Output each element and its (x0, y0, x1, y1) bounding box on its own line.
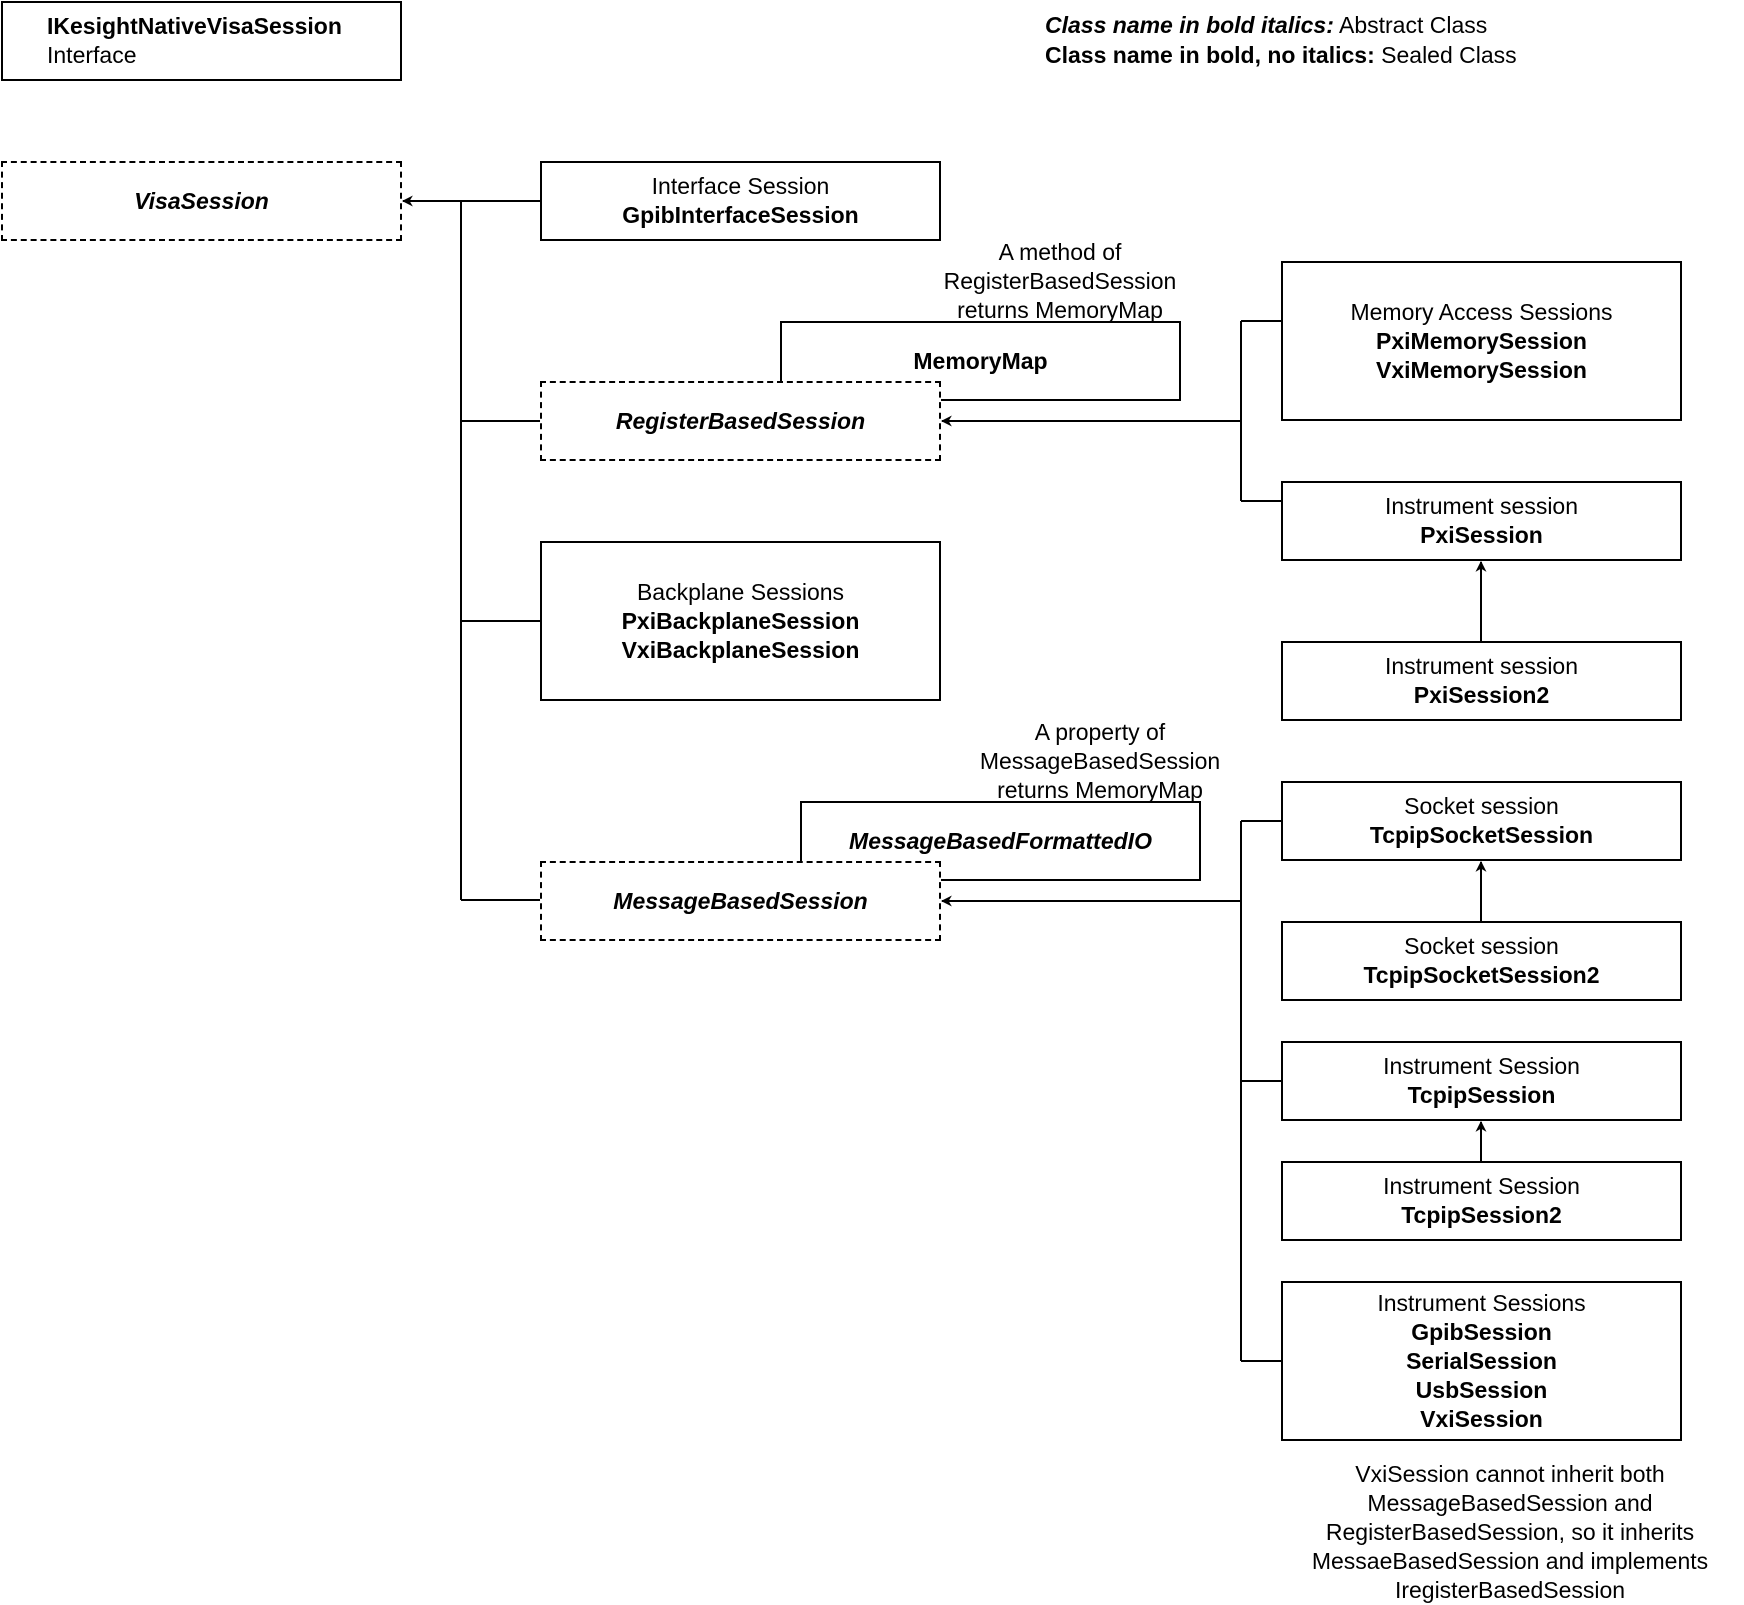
memory-access-class-pxi: PxiMemorySession (1376, 327, 1587, 354)
backplane-sessions-box[interactable]: Backplane Sessions PxiBackplaneSession V… (540, 541, 941, 701)
visa-session-name: VisaSession (134, 187, 269, 214)
memory-map-note-line: returns MemoryMap (957, 297, 1163, 323)
instrument-sessions-box[interactable]: Instrument Sessions GpibSession SerialSe… (1281, 1281, 1682, 1441)
pxi-session-name: PxiSession (1420, 522, 1543, 548)
pxi-session2-category: Instrument session (1384, 653, 1579, 679)
instrument-class-gpib: GpibSession (1411, 1318, 1552, 1345)
vxi-session-note: VxiSession cannot inherit both MessageBa… (1290, 1460, 1730, 1605)
vxi-note-line: RegisterBasedSession, so it inherits (1325, 1519, 1695, 1545)
memory-access-category: Memory Access Sessions (1350, 298, 1613, 325)
gpib-interface-session-box[interactable]: Interface Session GpibInterfaceSession (540, 161, 941, 241)
vxi-note-line: MessageBasedSession and (1367, 1490, 1653, 1516)
register-based-session-box[interactable]: RegisterBasedSession (540, 381, 941, 461)
tcpip-socket-category: Socket session (1404, 793, 1559, 819)
pxi-session2-box[interactable]: Instrument session PxiSession2 (1281, 641, 1682, 721)
memory-map-note-line: RegisterBasedSession (943, 268, 1177, 294)
pxi-session-category: Instrument session (1384, 493, 1579, 519)
pxi-session-box[interactable]: Instrument session PxiSession (1281, 481, 1682, 561)
vxi-note-line: MessaeBasedSession and implements (1311, 1548, 1709, 1574)
memory-map-box[interactable]: MemoryMap (780, 321, 1181, 401)
interface-name: IKesightNativeVisaSession (47, 13, 342, 39)
tcpip-socket2-category: Socket session (1404, 933, 1559, 959)
backplane-class-pxi: PxiBackplaneSession (621, 607, 860, 634)
message-based-session-box[interactable]: MessageBasedSession (540, 861, 941, 941)
memory-map-note-line: A method of (998, 239, 1122, 265)
interface-kind: Interface (47, 42, 137, 68)
tcpip-session2-name: TcpipSession2 (1401, 1202, 1562, 1228)
backplane-category: Backplane Sessions (636, 578, 845, 605)
register-based-name: RegisterBasedSession (615, 407, 866, 434)
gpib-interface-name: GpibInterfaceSession (622, 202, 859, 228)
message-based-name: MessageBasedSession (613, 887, 868, 914)
gpib-interface-category: Interface Session (651, 173, 830, 199)
formatted-io-name: MessageBasedFormattedIO (849, 828, 1152, 854)
pxi-session2-name: PxiSession2 (1413, 682, 1550, 708)
interface-box[interactable]: IKesightNativeVisaSession Interface (1, 1, 402, 81)
tcpip-socket-name: TcpipSocketSession (1369, 822, 1594, 848)
formatted-io-note-line: A property of (1034, 719, 1166, 745)
tcpip-socket-session2-box[interactable]: Socket session TcpipSocketSession2 (1281, 921, 1682, 1001)
tcpip-session2-box[interactable]: Instrument Session TcpipSession2 (1281, 1161, 1682, 1241)
tcpip-session-category: Instrument Session (1383, 1053, 1580, 1079)
legend-sealed-value: Sealed Class (1374, 42, 1517, 68)
memory-map-name: MemoryMap (913, 348, 1048, 374)
legend-abstract: Class name in bold italics: Abstract Cla… (1045, 10, 1517, 40)
legend-abstract-key: Class name in bold italics: (1045, 12, 1334, 38)
memory-access-class-vxi: VxiMemorySession (1376, 356, 1587, 383)
legend-abstract-value: Abstract Class (1333, 12, 1488, 38)
memory-access-sessions-box[interactable]: Memory Access Sessions PxiMemorySession … (1281, 261, 1682, 421)
backplane-class-vxi: VxiBackplaneSession (621, 636, 860, 663)
formatted-io-note-line: MessageBasedSession (979, 748, 1221, 774)
tcpip-socket2-name: TcpipSocketSession2 (1363, 962, 1600, 988)
vxi-note-line: VxiSession cannot inherit both (1355, 1461, 1665, 1487)
tcpip-session2-category: Instrument Session (1383, 1173, 1580, 1199)
legend-sealed-key: Class name in bold, no italics: (1045, 42, 1375, 68)
visa-session-box[interactable]: VisaSession (1, 161, 402, 241)
tcpip-session-box[interactable]: Instrument Session TcpipSession (1281, 1041, 1682, 1121)
tcpip-session-name: TcpipSession (1407, 1082, 1556, 1108)
instrument-class-serial: SerialSession (1406, 1347, 1557, 1374)
legend-sealed: Class name in bold, no italics: Sealed C… (1045, 40, 1517, 70)
formatted-io-note: A property of MessageBasedSession return… (940, 718, 1260, 805)
instrument-class-usb: UsbSession (1415, 1376, 1548, 1403)
instrument-class-vxi: VxiSession (1420, 1405, 1543, 1432)
instrument-sessions-category: Instrument Sessions (1377, 1289, 1586, 1316)
tcpip-socket-session-box[interactable]: Socket session TcpipSocketSession (1281, 781, 1682, 861)
formatted-io-note-line: returns MemoryMap (997, 777, 1203, 803)
legend: Class name in bold italics: Abstract Cla… (1045, 10, 1517, 70)
memory-map-note: A method of RegisterBasedSession returns… (900, 238, 1220, 325)
vxi-note-line: IregisterBasedSession (1394, 1577, 1626, 1603)
